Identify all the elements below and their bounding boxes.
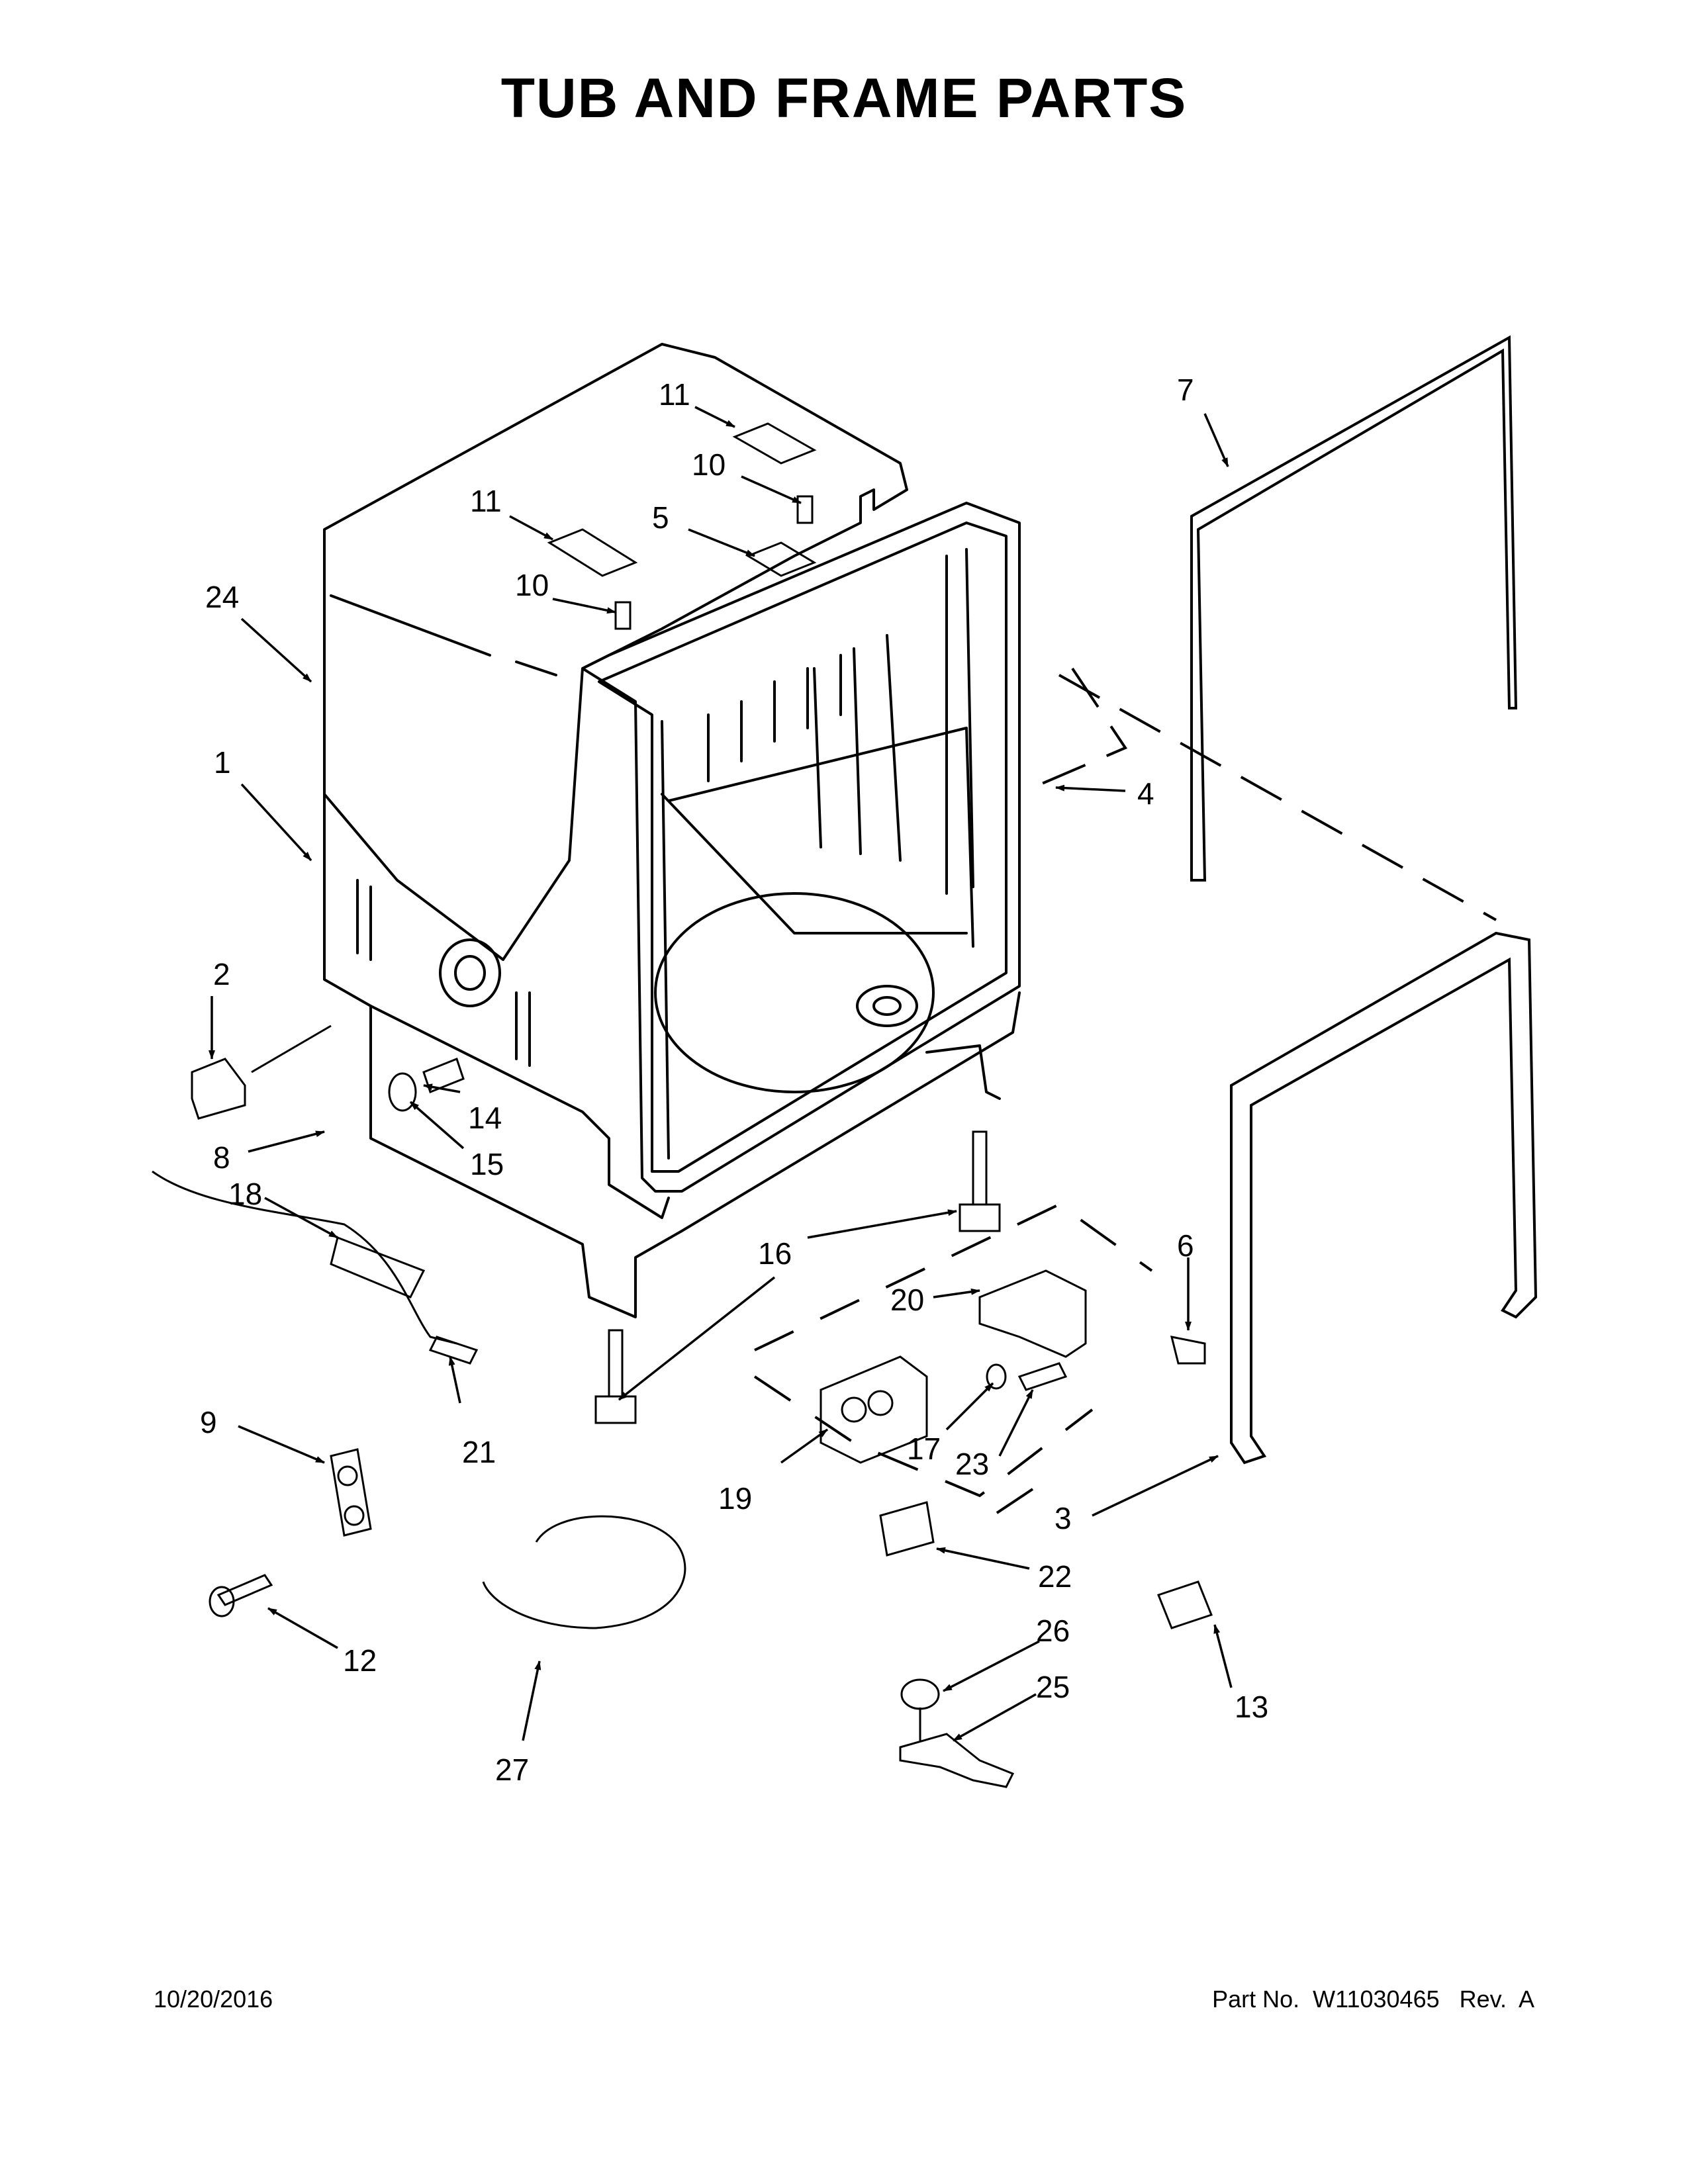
door-gasket-bottom	[1230, 931, 1538, 1465]
tub-lower-body	[323, 793, 670, 1219]
callout-27: 27	[495, 1752, 529, 1787]
callout-7: 7	[1177, 373, 1194, 407]
hinge-brackets	[547, 422, 817, 630]
tub-sump	[654, 892, 935, 1093]
callout-9: 9	[200, 1405, 217, 1439]
callout-8: 8	[213, 1140, 230, 1175]
callout-1: 1	[214, 745, 231, 780]
part-18-spring	[330, 1236, 426, 1298]
tub-blanket	[323, 343, 908, 961]
callout-25: 25	[1036, 1670, 1070, 1704]
part-17-washer	[986, 1363, 1007, 1390]
page-title: TUB AND FRAME PARTS	[500, 67, 1188, 129]
callout-5: 5	[652, 500, 669, 535]
part-26-sensor	[900, 1678, 940, 1710]
callout-6: 6	[1177, 1228, 1194, 1263]
part-23-screw	[1017, 1362, 1068, 1391]
part-20-cover	[978, 1269, 1087, 1358]
callout-17: 17	[907, 1432, 941, 1466]
footer-part-number: Part No. W11030465 Rev. A	[1212, 1985, 1534, 2013]
part-13-clip	[1157, 1580, 1213, 1629]
part-16-leg-upper	[959, 1130, 1001, 1232]
callout-13: 13	[1235, 1690, 1268, 1724]
callout-10: 10	[515, 568, 549, 602]
part-25-bracket	[899, 1733, 1015, 1788]
part-2-cap	[191, 1058, 246, 1120]
callout-26: 26	[1036, 1614, 1070, 1648]
part-15-washer	[388, 1072, 417, 1112]
callout-10-top: 10	[692, 447, 726, 482]
tub-front-frame	[581, 502, 1021, 1193]
callout-21: 21	[462, 1435, 496, 1469]
part-16-leg-lower	[594, 1329, 637, 1424]
part-6-screw	[1170, 1336, 1206, 1365]
part-18-cable	[152, 1170, 457, 1345]
callout-14: 14	[468, 1101, 502, 1135]
tub-base-frame	[369, 991, 1021, 1318]
part-12-screw	[216, 1574, 273, 1606]
callout-16: 16	[758, 1236, 792, 1271]
callout-4: 4	[1137, 776, 1154, 811]
footer-date: 10/20/2016	[154, 1985, 273, 2013]
callout-11: 11	[470, 484, 502, 518]
callout-24: 24	[205, 580, 239, 614]
callout-11-top: 11	[659, 377, 690, 412]
callout-22: 22	[1038, 1559, 1072, 1594]
callout-12: 12	[343, 1643, 377, 1678]
callout-2: 2	[213, 957, 230, 991]
part-27-wire	[482, 1515, 686, 1629]
part-22-clip	[879, 1501, 935, 1557]
callout-18: 18	[228, 1177, 262, 1211]
callout-15: 15	[470, 1147, 504, 1181]
callout-20: 20	[890, 1283, 924, 1317]
part-9-bracket	[330, 1448, 372, 1537]
callout-23: 23	[955, 1447, 989, 1481]
callout-19: 19	[718, 1481, 752, 1516]
door-gasket-vertical	[1190, 335, 1518, 882]
part-19-bracket	[820, 1355, 928, 1464]
callout-3: 3	[1055, 1501, 1072, 1535]
